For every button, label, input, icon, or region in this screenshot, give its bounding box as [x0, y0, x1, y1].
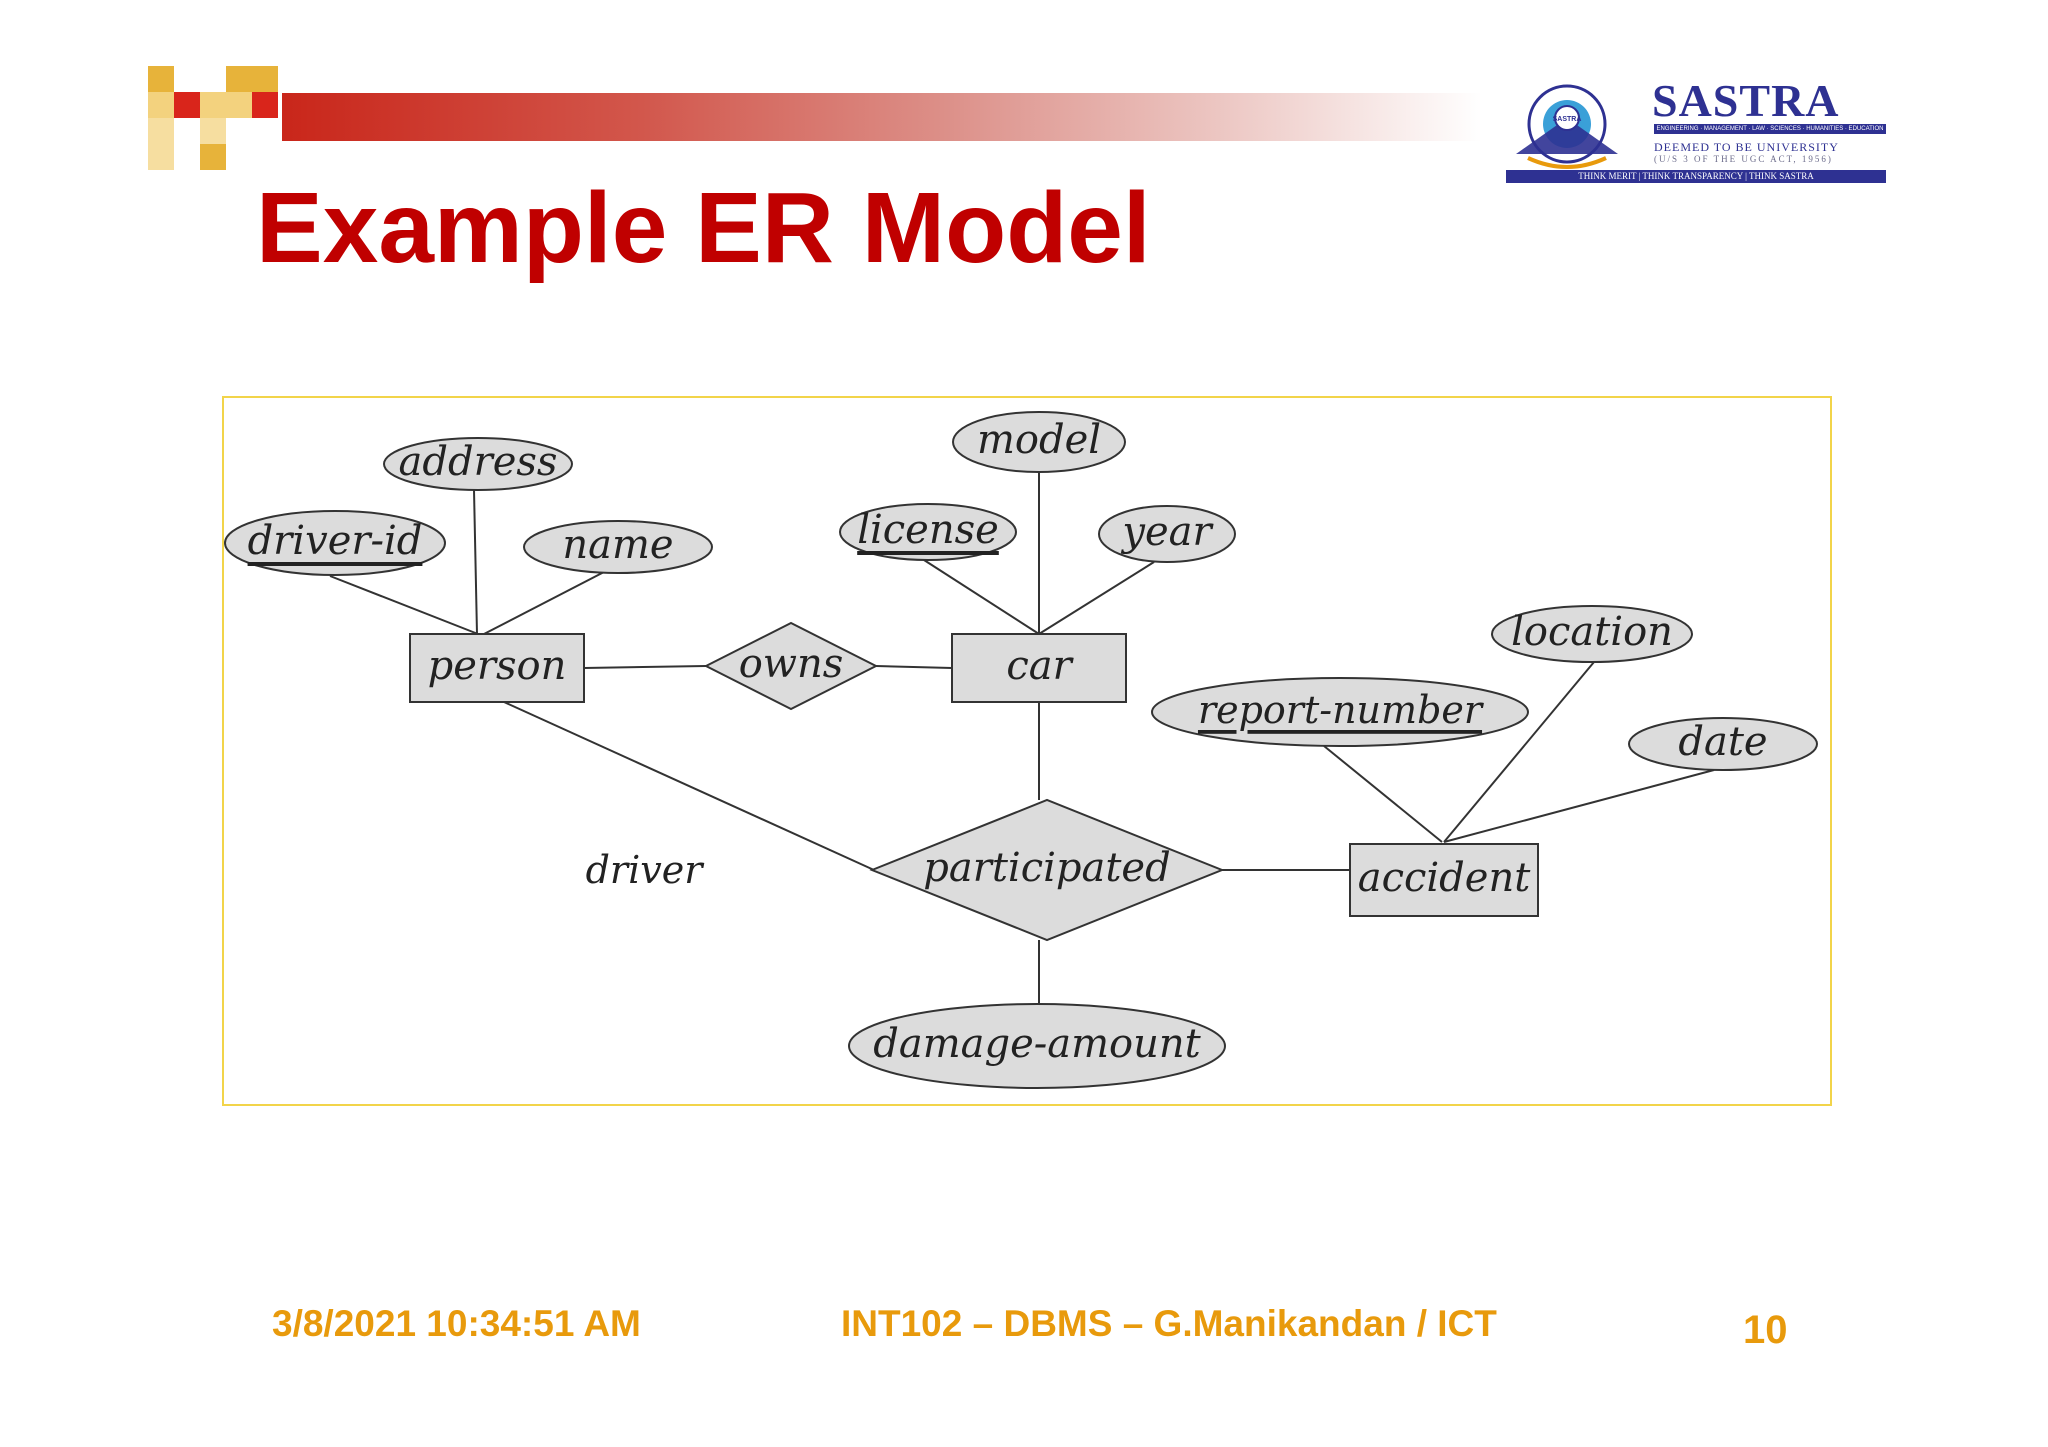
edge-date-accident [1443, 769, 1715, 843]
edge-owns-car [875, 665, 953, 669]
relationship-owns: owns [703, 621, 879, 711]
emblem-seal-text: SASTRA [1553, 116, 1582, 123]
footer-page-number: 10 [1743, 1308, 1788, 1352]
attribute-model-label: model [977, 417, 1101, 463]
attribute-model: model [952, 411, 1126, 473]
relationship-owns-shape [703, 621, 879, 711]
footer-datetime: 3/8/2021 10:34:51 AM [272, 1303, 641, 1344]
attribute-address: address [383, 437, 573, 491]
page-title: Example ER Model [256, 172, 1151, 284]
entitie-car-label: car [1006, 643, 1074, 689]
attribute-date: date [1628, 717, 1818, 771]
decorative-squares [148, 66, 288, 176]
attribute-license-label: license [857, 507, 999, 553]
edge-year-car [1038, 561, 1155, 635]
attribute-location-shape [1491, 605, 1693, 663]
edge-person-participated [503, 701, 875, 871]
relationship-participated: participated [869, 798, 1225, 942]
edge-license-car [923, 559, 1040, 635]
entitie-person-shape [409, 633, 585, 703]
attribute-report-number-label: report-number [1198, 688, 1485, 732]
attribute-address-shape [383, 437, 573, 491]
attribute-name-shape [523, 520, 713, 574]
entitie-accident-label: accident [1358, 855, 1531, 901]
entitie-person-label: person [428, 643, 567, 689]
edge-location-accident [1443, 661, 1595, 843]
er-edges [329, 472, 1715, 1004]
sastra-logo: SASTRA SASTRA ENGINEERING · MANAGEMENT ·… [1492, 66, 1912, 196]
attribute-name-label: name [562, 522, 673, 568]
attribute-year-shape [1098, 505, 1236, 563]
attribute-location-label: location [1511, 609, 1673, 655]
edge-report-number-accident [1323, 745, 1443, 843]
attribute-date-label: date [1678, 719, 1767, 765]
footer-course: INT102 – DBMS – G.Manikandan / ICT [841, 1303, 1497, 1344]
edge-driver-id-person [329, 575, 479, 635]
entitie-accident-shape [1349, 843, 1539, 917]
attribute-report-number-shape [1151, 677, 1529, 747]
attribute-driver-id-shape [224, 510, 446, 576]
entitie-person: person [409, 633, 585, 703]
attribute-location: location [1491, 605, 1693, 663]
role-label-driver: driver [586, 848, 706, 892]
entitie-car-shape [951, 633, 1127, 703]
attribute-driver-id-label: driver-id [248, 518, 423, 564]
edge-name-person [483, 571, 605, 635]
attribute-year: year [1098, 505, 1236, 563]
attribute-license-shape [839, 503, 1017, 561]
entitie-car: car [951, 633, 1127, 703]
attribute-address-label: address [399, 439, 558, 485]
er-nodes: person car accident owns participated address… [224, 411, 1818, 1089]
logo-name: SASTRA [1652, 75, 1840, 126]
attribute-report-number: report-number [1151, 677, 1529, 747]
edge-address-person [473, 489, 478, 635]
attribute-date-shape [1628, 717, 1818, 771]
attribute-damage-amount-shape [848, 1003, 1226, 1089]
logo-tagline: ENGINEERING · MANAGEMENT · LAW · SCIENCE… [1654, 124, 1886, 134]
entitie-accident: accident [1349, 843, 1539, 917]
relationship-participated-label: participated [923, 845, 1170, 891]
relationship-participated-shape [869, 798, 1225, 942]
relationship-owns-label: owns [739, 641, 844, 687]
attribute-license: license [839, 503, 1017, 561]
header-gradient-bar [282, 93, 1482, 141]
er-diagram: person car accident owns participated address… [224, 411, 1818, 1089]
er-diagram-frame: person car accident owns participated address… [222, 396, 1832, 1106]
edge-person-owns [583, 665, 707, 669]
logo-band: THINK MERIT | THINK TRANSPARENCY | THINK… [1506, 170, 1886, 183]
attribute-damage-amount-label: damage-amount [873, 1021, 1201, 1067]
sastra-emblem-icon: SASTRA [1516, 84, 1618, 169]
attribute-model-shape [952, 411, 1126, 473]
logo-act: (U/S 3 OF THE UGC ACT, 1956) [1654, 154, 1833, 164]
logo-deemed: DEEMED TO BE UNIVERSITY [1654, 140, 1839, 154]
attribute-year-label: year [1120, 509, 1214, 555]
attribute-name: name [523, 520, 713, 574]
attribute-damage-amount: damage-amount [848, 1003, 1226, 1089]
attribute-driver-id: driver-id [224, 510, 446, 576]
